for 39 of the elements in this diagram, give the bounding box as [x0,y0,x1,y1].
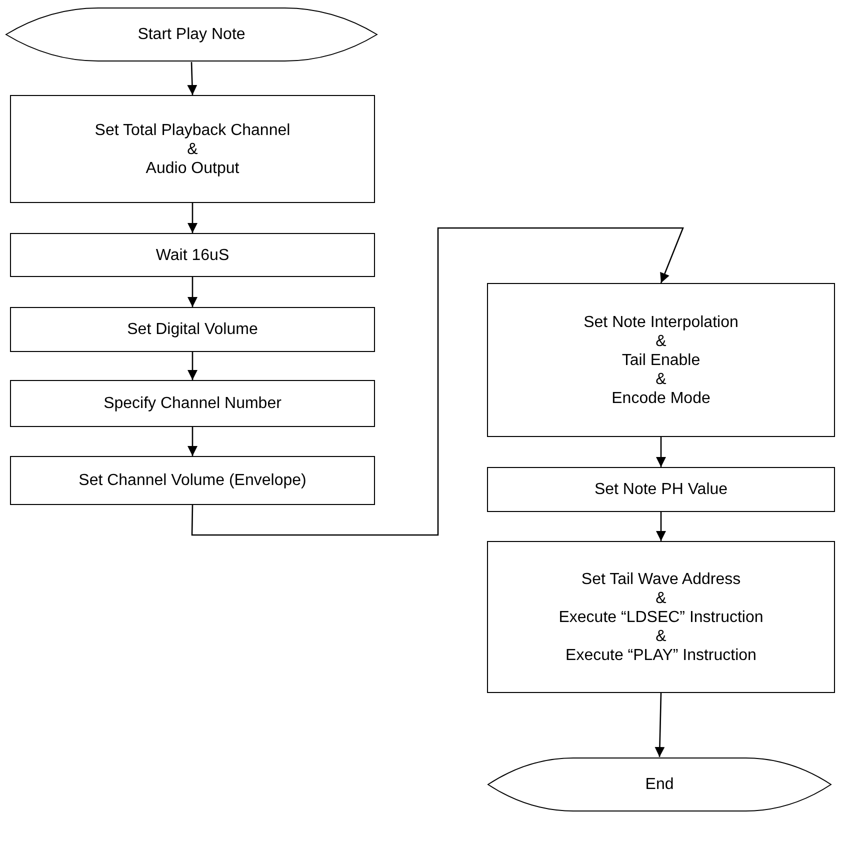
step-text: Tail Enable [622,350,700,370]
arrow [188,427,198,456]
process-box [487,467,835,512]
step-text: Execute “LDSEC” Instruction [558,608,764,626]
process-box [487,541,835,693]
step-text: Execute “PLAY” Instruction [566,646,756,664]
step-text: Audio Output [146,158,240,178]
arrow [187,62,198,96]
step-text: & [656,370,666,388]
process-box [10,233,375,277]
arrow [656,437,666,467]
arrow [191,227,684,536]
process-box [10,307,375,352]
step-text: Set Note PH Value [594,480,728,499]
step-text: Set Note Interpolation [584,312,738,332]
arrow [654,692,665,758]
terminator [5,7,378,62]
step-text: & [187,140,198,158]
process-box [10,456,375,505]
arrow [188,352,198,380]
step-text: & [656,332,666,350]
step-text: Wait 16uS [156,246,230,264]
arrow [188,277,198,307]
step-text: Set Digital Volume [127,320,258,339]
step-text: Set Total Playback Channel [94,120,290,140]
process-box [487,283,835,437]
step-text: Encode Mode [612,388,710,408]
arrow [656,512,666,541]
step-text: & [656,588,666,608]
step-text: Set Tail Wave Address [581,570,741,588]
terminator [487,757,832,812]
arrow [188,203,198,233]
step-text: Set Channel Volume (Envelope) [78,471,306,490]
step-text: & [656,626,666,646]
process-box [10,95,375,203]
step-text: Start Play Note [138,25,246,44]
step-text: End [645,775,674,794]
step-text: Specify Channel Number [104,394,282,413]
process-box [10,380,375,427]
